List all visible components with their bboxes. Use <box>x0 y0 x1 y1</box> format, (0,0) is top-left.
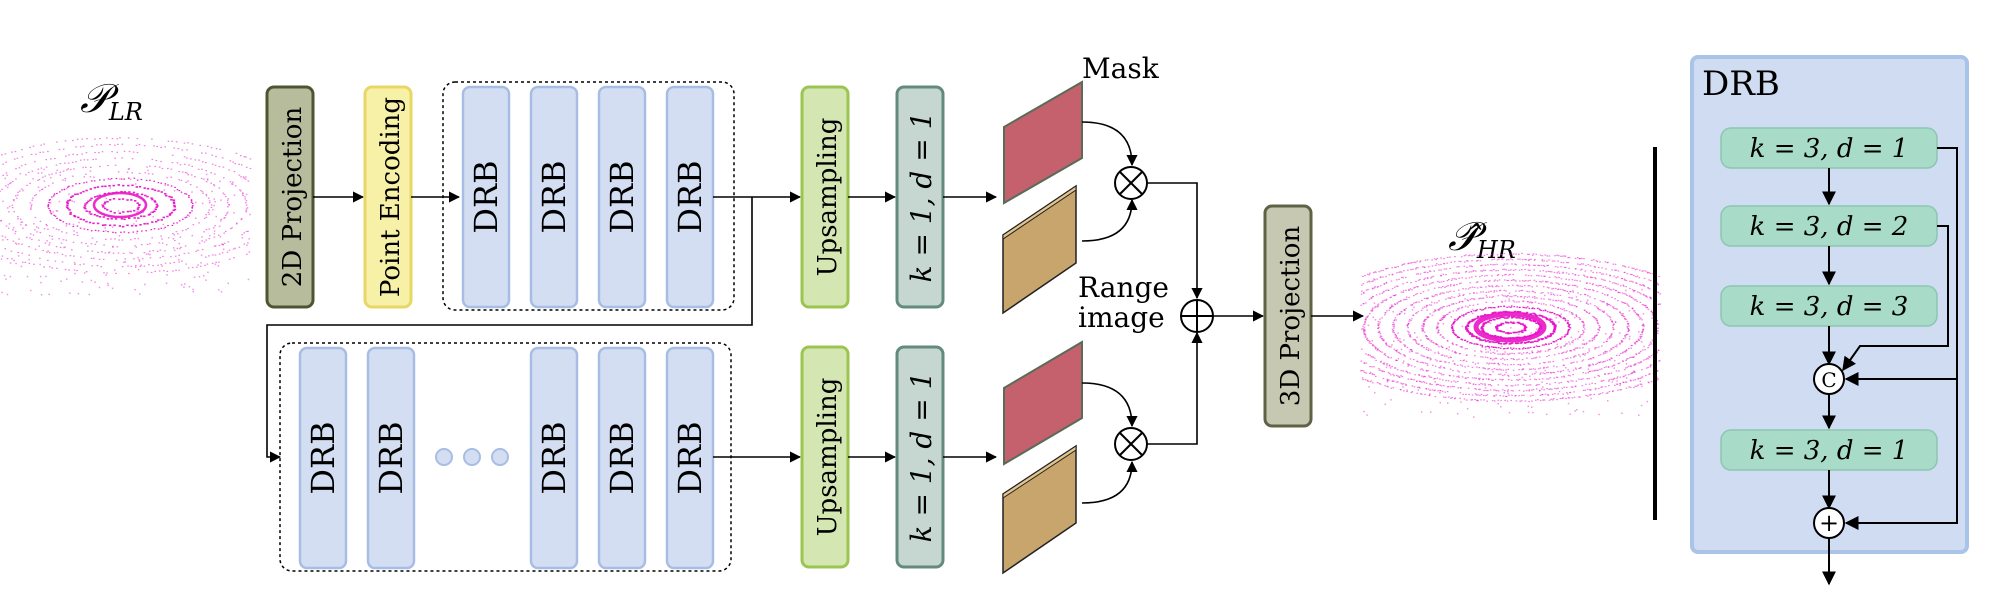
top-drb-group: DRB DRB DRB DRB <box>442 81 735 311</box>
block-conv-bottom: k = 1, d = 1 <box>895 345 945 569</box>
lr-point-cloud-image <box>0 137 252 296</box>
block-2d-projection-label: 2D Projection <box>278 107 308 288</box>
drb-panel-title: DRB <box>1702 64 1780 104</box>
block-point-encoding: Point Encoding <box>363 85 413 309</box>
drb-block: DRB <box>298 346 348 570</box>
drb-block-label: DRB <box>671 160 709 233</box>
drb-block-label: DRB <box>304 421 342 494</box>
drb-block: DRB <box>529 85 579 309</box>
add-symbol: + <box>1819 509 1839 537</box>
block-conv-label: k = 1, d = 1 <box>905 372 938 543</box>
block-upsampling-top: Upsampling <box>800 85 850 309</box>
multiply-operator-top <box>1114 166 1148 200</box>
drb-layer-1: k = 3, d = 1 <box>1720 127 1938 169</box>
drb-layer-3: k = 3, d = 3 <box>1720 285 1938 327</box>
residual-add-node: + <box>1813 507 1845 539</box>
input-lr-label: 𝒫LR <box>80 76 143 126</box>
bottom-drb-group: DRB DRB DRB DRB DRB <box>279 342 732 572</box>
drb-block-label: DRB <box>603 421 641 494</box>
mask-output-top: Mask <box>1003 52 1160 205</box>
concat-symbol: C <box>1821 368 1836 392</box>
mask-label: Mask <box>1082 52 1160 85</box>
drb-block: DRB <box>461 85 511 309</box>
drb-block: DRB <box>597 346 647 570</box>
range-image-top: Range image <box>1002 184 1169 334</box>
drb-layer-3-label: k = 3, d = 3 <box>1750 292 1909 322</box>
block-upsampling-label: Upsampling <box>813 378 843 537</box>
multiply-operator-bottom <box>1114 427 1148 461</box>
input-point-cloud: 𝒫LR <box>0 76 252 296</box>
output-point-cloud: 𝒫̂HR <box>1360 214 1662 418</box>
hr-point-cloud-image <box>1360 252 1662 418</box>
drb-block: DRB <box>665 346 715 570</box>
block-3d-projection-label: 3D Projection <box>1276 226 1306 407</box>
drb-layer-2-label: k = 3, d = 2 <box>1750 212 1909 242</box>
range-label-line1: Range <box>1078 271 1169 304</box>
drb-layer-4-label: k = 3, d = 1 <box>1750 436 1909 466</box>
block-upsampling-bottom: Upsampling <box>800 345 850 569</box>
drb-block-label: DRB <box>467 160 505 233</box>
drb-block: DRB <box>665 85 715 309</box>
block-conv-label: k = 1, d = 1 <box>905 112 938 283</box>
block-point-encoding-label: Point Encoding <box>376 97 406 297</box>
drb-layer-1-label: k = 3, d = 1 <box>1750 134 1909 164</box>
drb-layer-2: k = 3, d = 2 <box>1720 205 1938 247</box>
block-2d-projection: 2D Projection <box>265 85 315 309</box>
output-hr-label: 𝒫̂HR <box>1448 214 1516 264</box>
drb-block-label: DRB <box>603 160 641 233</box>
mask-output-bottom <box>1003 340 1083 466</box>
drb-block-label: DRB <box>671 421 709 494</box>
block-conv-top: k = 1, d = 1 <box>895 85 945 309</box>
drb-block: DRB <box>366 346 416 570</box>
drb-block-label: DRB <box>535 421 573 494</box>
range-image-bottom <box>1002 444 1077 575</box>
concat-node: C <box>1813 363 1845 395</box>
drb-block: DRB <box>597 85 647 309</box>
drb-layer-4: k = 3, d = 1 <box>1720 429 1938 471</box>
block-3d-projection: 3D Projection <box>1263 204 1313 428</box>
drb-block: DRB <box>529 346 579 570</box>
drb-block-label: DRB <box>372 421 410 494</box>
add-operator <box>1180 299 1214 333</box>
block-upsampling-label: Upsampling <box>813 118 843 277</box>
drb-detail-panel: DRB k = 3, d = 1 k = 3, d = 2 k = 3, d =… <box>1690 55 1969 586</box>
drb-block-label: DRB <box>535 160 573 233</box>
ellipsis-dots <box>435 448 509 466</box>
range-label-line2: image <box>1078 301 1165 334</box>
